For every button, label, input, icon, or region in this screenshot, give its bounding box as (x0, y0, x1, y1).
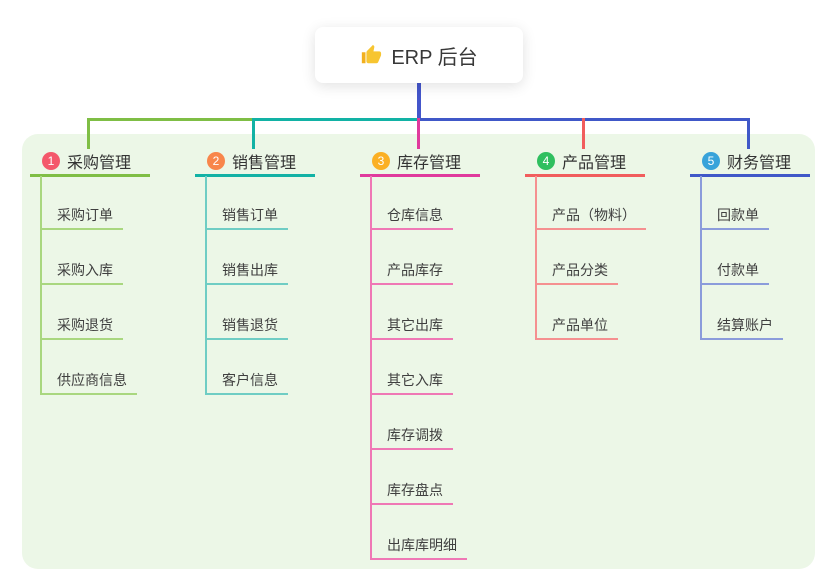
branch-3-item-3[interactable]: 其它出库 (370, 315, 453, 340)
branch-5-item-2[interactable]: 付款单 (700, 260, 769, 285)
branch-3-item-5[interactable]: 库存调拨 (370, 425, 453, 450)
branch-3-item-2[interactable]: 产品库存 (370, 260, 453, 285)
branch-1-item-3[interactable]: 采购退货 (40, 315, 123, 340)
branch-4-item-2[interactable]: 产品分类 (535, 260, 618, 285)
branch-2-drop-line (252, 118, 255, 149)
branch-2-item-3[interactable]: 销售退货 (205, 315, 288, 340)
branch-4-badge: 4 (537, 152, 555, 170)
branch-3-item-4[interactable]: 其它入库 (370, 370, 453, 395)
root-title: ERP 后台 (391, 46, 478, 69)
branch-1-item-2[interactable]: 采购入库 (40, 260, 123, 285)
branch-3-underline (360, 174, 480, 177)
thumbs-up-icon (360, 44, 382, 66)
branch-5-item-1[interactable]: 回款单 (700, 205, 769, 230)
branch-3-drop-line (417, 118, 420, 149)
branch-1-underline (30, 174, 150, 177)
branch-3-header[interactable]: 3 库存管理 (360, 150, 492, 172)
branch-2-title: 销售管理 (232, 155, 297, 172)
bus-segment-1 (87, 118, 255, 121)
mindmap-panel (22, 134, 815, 569)
branch-3-item-1[interactable]: 仓库信息 (370, 205, 453, 230)
branch-2-item-2[interactable]: 销售出库 (205, 260, 288, 285)
branch-5-item-3[interactable]: 结算账户 (700, 315, 783, 340)
branch-4-underline (525, 174, 645, 177)
branch-5-badge: 5 (702, 152, 720, 170)
branch-5-spine (700, 176, 702, 340)
branch-3-badge: 3 (372, 152, 390, 170)
branch-4-title: 产品管理 (562, 155, 627, 172)
branch-4-item-1[interactable]: 产品（物料） (535, 205, 646, 230)
branch-2-underline (195, 174, 315, 177)
branch-1-spine (40, 176, 42, 395)
branch-3-spine (370, 176, 372, 560)
bus-segment-2 (252, 118, 420, 121)
branch-4-spine (535, 176, 537, 340)
branch-3-title: 库存管理 (397, 155, 462, 172)
branch-4-item-3[interactable]: 产品单位 (535, 315, 618, 340)
branch-1-badge: 1 (42, 152, 60, 170)
branch-2-spine (205, 176, 207, 395)
branch-5-title: 财务管理 (727, 155, 792, 172)
branch-5-drop-line (747, 118, 750, 149)
branch-2-item-4[interactable]: 客户信息 (205, 370, 288, 395)
branch-4-drop-line (582, 118, 585, 149)
branch-2-item-1[interactable]: 销售订单 (205, 205, 288, 230)
branch-3-item-6[interactable]: 库存盘点 (370, 480, 453, 505)
branch-2-badge: 2 (207, 152, 225, 170)
branch-1-header[interactable]: 1 采购管理 (30, 150, 162, 172)
branch-2-header[interactable]: 2 销售管理 (195, 150, 327, 172)
branch-1-drop-line (87, 118, 90, 149)
branch-5-header[interactable]: 5 财务管理 (690, 150, 822, 172)
root-node[interactable]: ERP 后台 (315, 27, 523, 83)
branch-1-title: 采购管理 (67, 155, 132, 172)
branch-4-header[interactable]: 4 产品管理 (525, 150, 657, 172)
branch-1-item-4[interactable]: 供应商信息 (40, 370, 137, 395)
branch-5-underline (690, 174, 810, 177)
root-connector-line (417, 83, 421, 121)
branch-1-item-1[interactable]: 采购订单 (40, 205, 123, 230)
branch-3-item-7[interactable]: 出库库明细 (370, 535, 467, 560)
